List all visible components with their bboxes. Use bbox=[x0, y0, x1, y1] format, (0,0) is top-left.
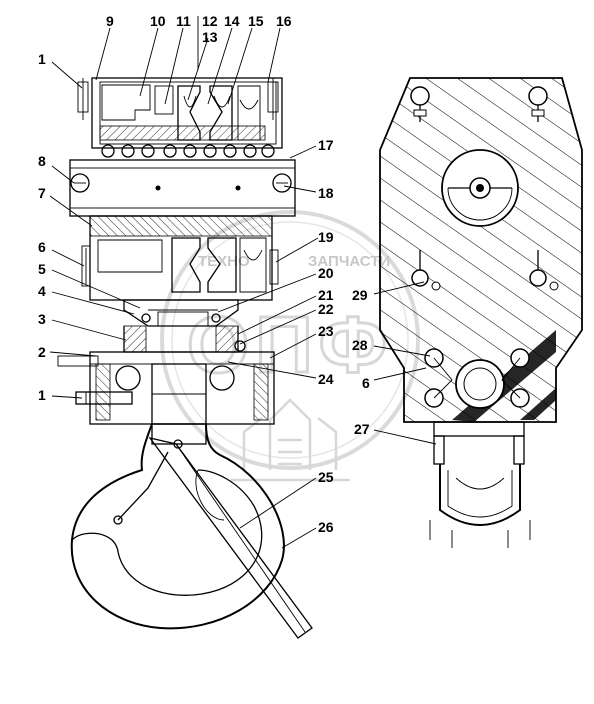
side-view bbox=[373, 77, 583, 548]
callout-13: 13 bbox=[202, 29, 218, 45]
watermark-text-1: ТЕХНО bbox=[198, 253, 250, 270]
callout-19: 19 bbox=[318, 229, 334, 245]
callout-6: 6 bbox=[38, 239, 46, 255]
upper-sheave-housing bbox=[77, 77, 283, 158]
callout-17: 17 bbox=[318, 137, 334, 153]
callout-4: 4 bbox=[38, 283, 46, 299]
callout-28: 28 bbox=[352, 337, 368, 353]
bottom-shackle bbox=[429, 421, 531, 548]
lower-sheave-housing bbox=[81, 215, 279, 301]
axle-cross-member bbox=[69, 159, 296, 217]
callout-22: 22 bbox=[318, 301, 334, 317]
callout-15: 15 bbox=[248, 13, 264, 29]
callout-23: 23 bbox=[318, 323, 334, 339]
callout-25: 25 bbox=[318, 469, 334, 485]
callout-6-repeat: 6 bbox=[362, 375, 370, 391]
watermark-text-2: ЗАПЧАСТИ bbox=[308, 253, 390, 270]
callout-20: 20 bbox=[318, 265, 334, 281]
lower-pins bbox=[424, 348, 530, 409]
callout-5: 5 bbox=[38, 261, 46, 277]
callout-29: 29 bbox=[352, 287, 368, 303]
callout-10: 10 bbox=[150, 13, 166, 29]
callout-2: 2 bbox=[38, 344, 46, 360]
callout-14: 14 bbox=[224, 13, 240, 29]
top-bolts bbox=[410, 86, 548, 122]
callout-8: 8 bbox=[38, 153, 46, 169]
callout-21: 21 bbox=[318, 287, 334, 303]
callout-16: 16 bbox=[276, 13, 292, 29]
callout-7: 7 bbox=[38, 185, 46, 201]
callout-26: 26 bbox=[318, 519, 334, 535]
callout-11: 11 bbox=[176, 13, 191, 29]
callout-9: 9 bbox=[106, 13, 114, 29]
upper-bearing-row bbox=[101, 144, 275, 158]
watermark-building-icon bbox=[230, 398, 350, 482]
callout-1-repeat: 1 bbox=[38, 387, 46, 403]
callout-18: 18 bbox=[318, 185, 334, 201]
callout-labels: 1 1 2 3 4 5 6 7 8 9 10 11 12 13 14 15 16… bbox=[38, 13, 370, 535]
callout-24: 24 bbox=[318, 371, 334, 387]
hook-body bbox=[70, 423, 313, 639]
callout-27: 27 bbox=[354, 421, 370, 437]
callout-1: 1 bbox=[38, 51, 46, 67]
right-leader-lines bbox=[373, 281, 437, 445]
left-leader-lines bbox=[49, 16, 319, 549]
callout-3: 3 bbox=[38, 311, 46, 327]
hook-block-section bbox=[49, 16, 319, 639]
callout-12: 12 bbox=[202, 13, 218, 29]
